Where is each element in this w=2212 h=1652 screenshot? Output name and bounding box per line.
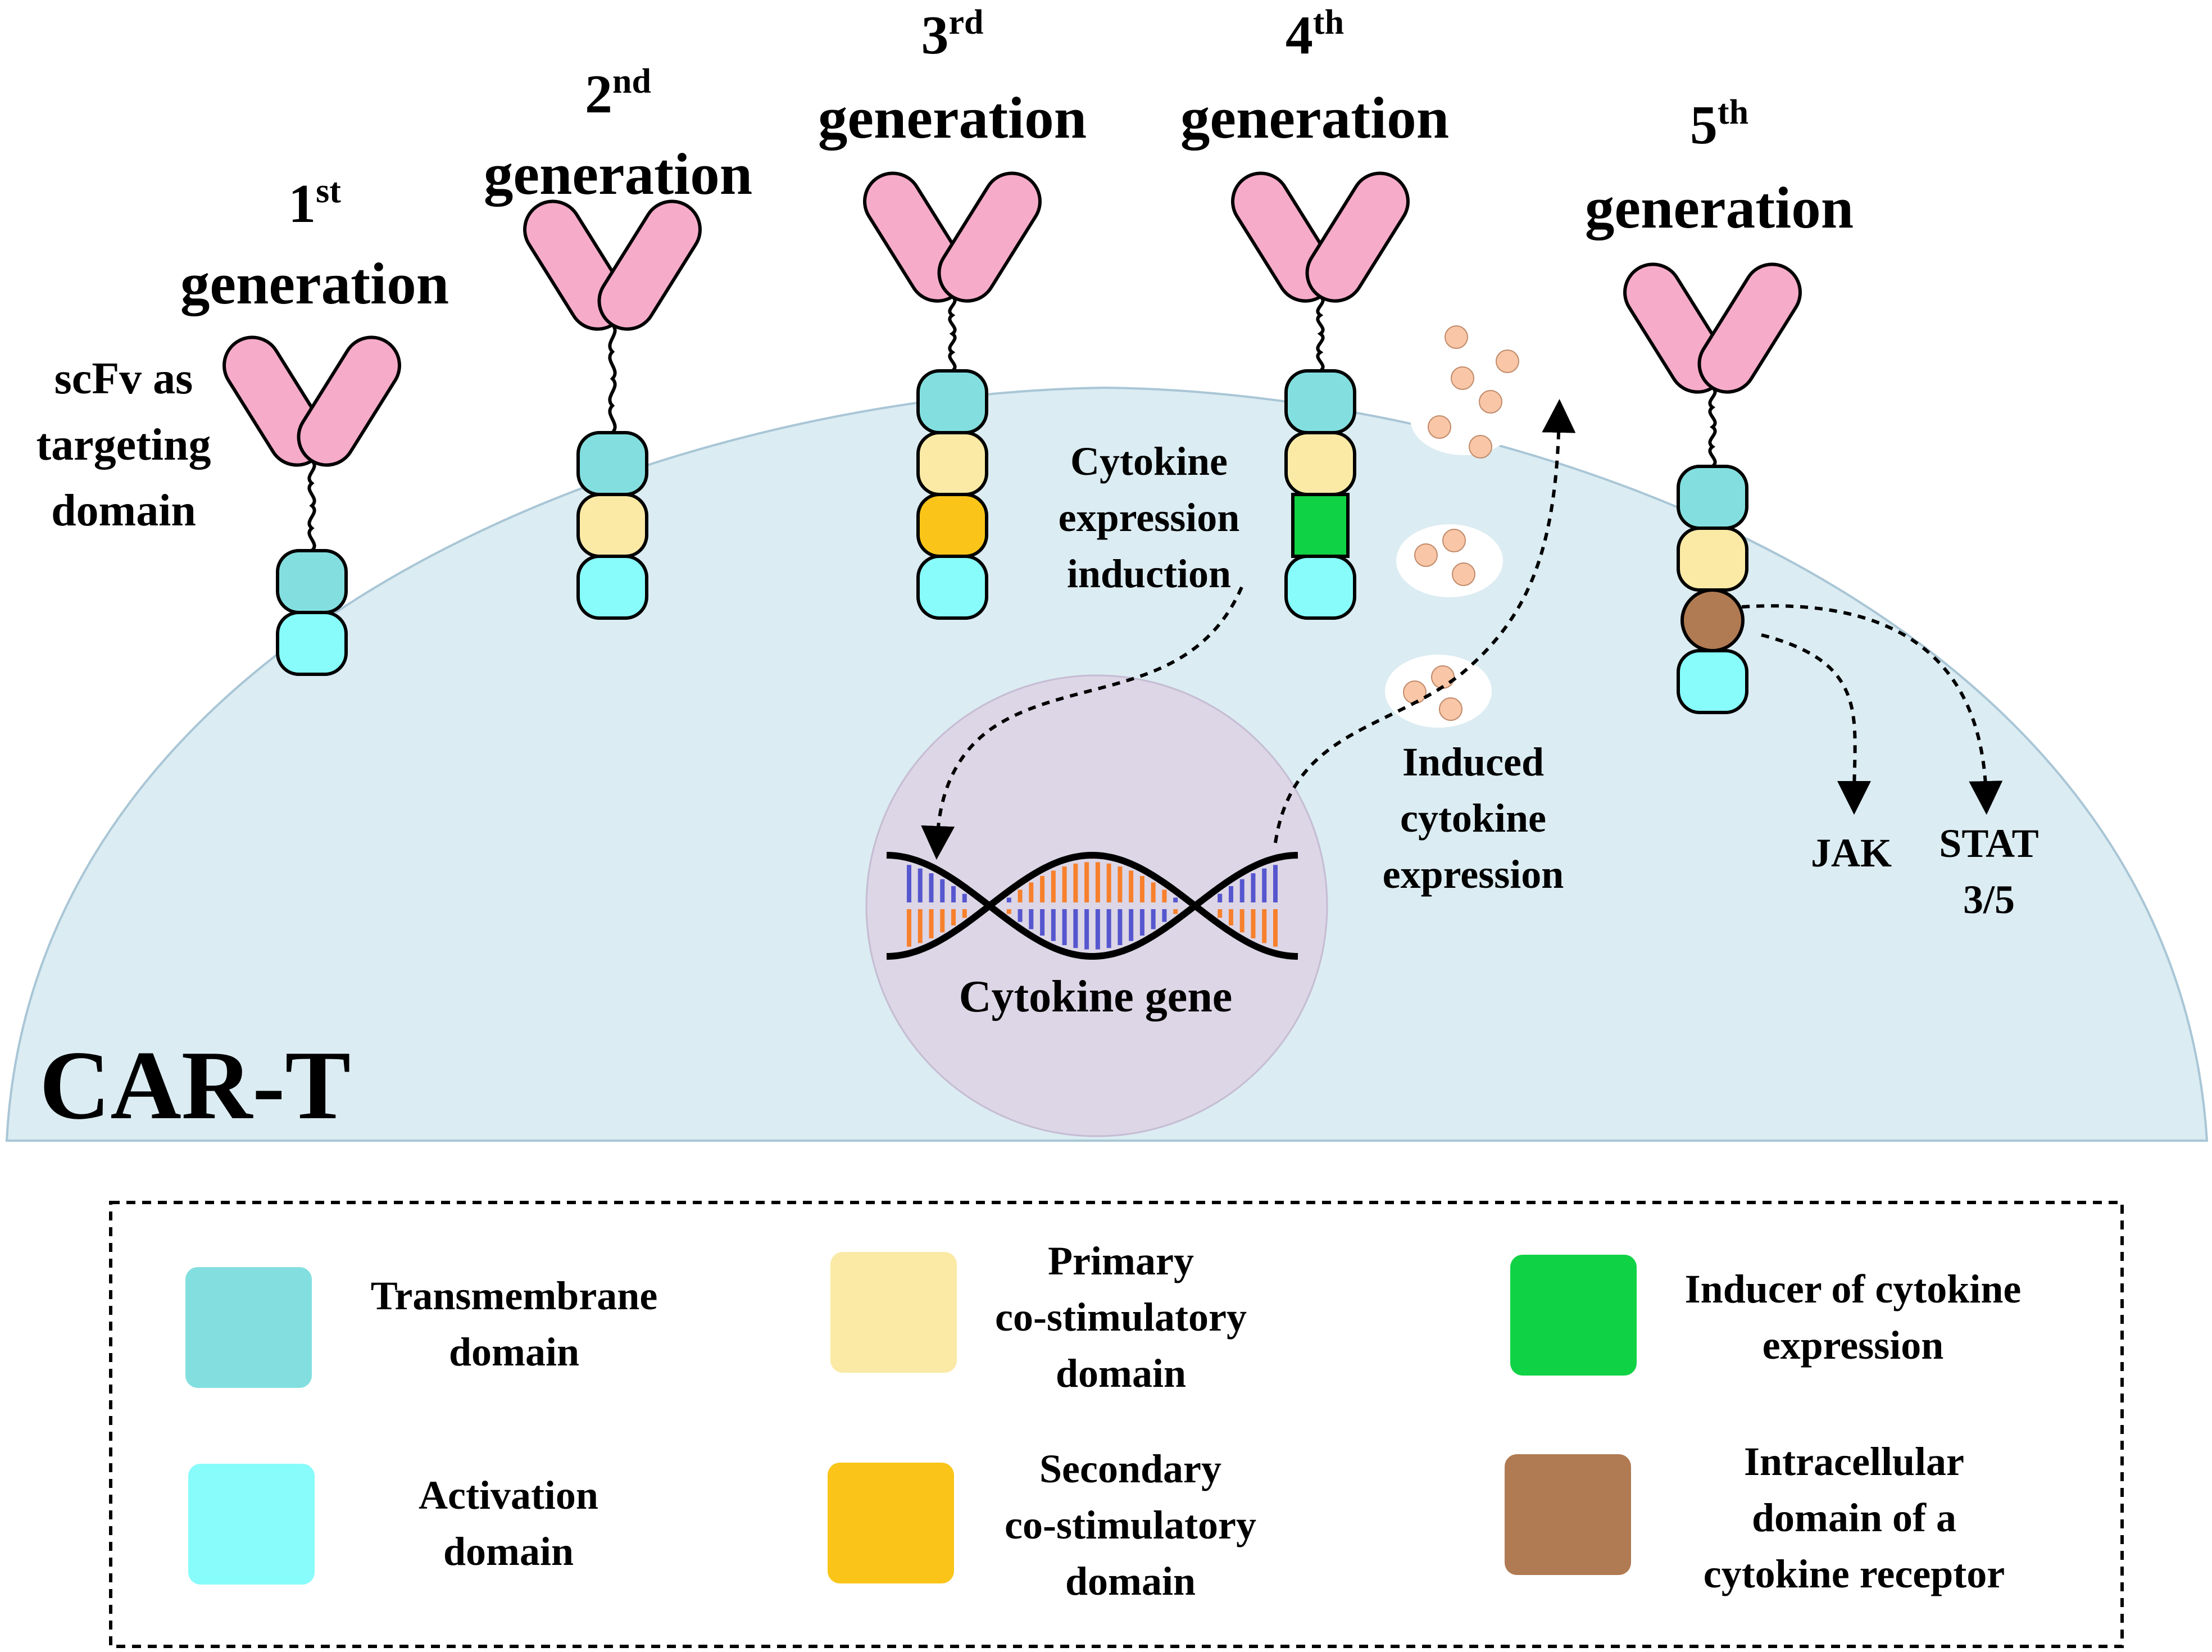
activation-domain (576, 555, 648, 620)
scfv-domain (1623, 262, 1802, 394)
cytokine-cluster-outside (1410, 325, 1519, 459)
svg-text:generation: generation (484, 141, 752, 207)
cytokine-gene-label: Cytokine gene (959, 972, 1233, 1022)
svg-text:generation: generation (1180, 85, 1449, 151)
svg-text:5th: 5th (1690, 93, 1748, 156)
transmembrane-domain (276, 549, 348, 614)
jak-arrow (1761, 633, 1872, 815)
scfv-domain (863, 171, 1042, 303)
primary-costim-domain (916, 431, 988, 496)
gen1-title: 1st generation (180, 172, 449, 316)
legend-box (109, 1201, 2124, 1648)
activation-domain (276, 611, 348, 676)
legend-item: Secondary co-stimulatory domain (828, 1446, 1256, 1604)
dna-double-helix (886, 851, 1298, 960)
activation-domain (916, 555, 988, 620)
svg-text:generation: generation (818, 85, 1087, 151)
legend-label: Activation (419, 1473, 598, 1518)
gen3-receptor (863, 171, 1042, 620)
scfv-label: scFv as targeting domain (36, 354, 211, 535)
svg-text:induction: induction (1067, 551, 1231, 596)
legend-item: Activation domain (188, 1464, 598, 1585)
primary-costim-domain (1677, 527, 1748, 592)
svg-text:3rd: 3rd (921, 3, 984, 66)
cytokine-vesicle-middle (1396, 524, 1503, 597)
induction-arrow (921, 586, 1243, 860)
legend-label: expression (1763, 1323, 1944, 1368)
nucleus (865, 674, 1328, 1137)
legend-label: domain (443, 1529, 574, 1574)
scfv-domain (1231, 171, 1410, 303)
legend-item: Intracellular domain of a cytokine recepto… (1505, 1439, 2005, 1596)
legend-label: co-stimulatory (995, 1295, 1247, 1340)
legend: Transmembrane domain Primary co-stimulatory… (185, 1238, 2021, 1604)
cytokine-induction-label: Cytokine expression induction (1059, 439, 1240, 596)
gen4-title: 4th generation (1180, 3, 1449, 151)
primary-costim-domain (576, 493, 648, 558)
receptor-domain-swatch (1505, 1454, 1631, 1575)
svg-text:Induced: Induced (1402, 739, 1544, 784)
jak-label: JAK (1811, 830, 1892, 875)
legend-item: Inducer of cytokine expression (1510, 1255, 2021, 1376)
legend-label: Inducer of cytokine (1685, 1267, 2022, 1311)
induced-expression-label: Induced cytokine expression (1383, 739, 1564, 897)
legend-label: co-stimulatory (1005, 1503, 1256, 1547)
legend-label: domain of a (1752, 1495, 1956, 1540)
svg-text:expression: expression (1383, 852, 1564, 897)
secondary-costim-domain (916, 493, 988, 558)
legend-label: Transmembrane (371, 1273, 658, 1318)
car-t-label: CAR-T (39, 1031, 351, 1140)
gen4-receptor (1231, 171, 1410, 620)
gen5-receptor (1623, 262, 1802, 714)
activation-domain-swatch (188, 1464, 315, 1585)
svg-text:cytokine: cytokine (1400, 796, 1546, 841)
legend-label: Primary (1048, 1238, 1194, 1283)
legend-item: Transmembrane domain (185, 1267, 657, 1388)
svg-text:2nd: 2nd (585, 62, 651, 125)
svg-text:scFv as: scFv as (54, 354, 193, 403)
svg-text:generation: generation (1585, 175, 1854, 240)
legend-label: cytokine receptor (1704, 1551, 2005, 1596)
stat-number-label: 3/5 (1963, 877, 2015, 922)
legend-label: Secondary (1039, 1446, 1221, 1491)
cytokine-receptor-domain (1680, 588, 1745, 652)
gen1-receptor (222, 335, 401, 676)
cytokine-inducer-domain (1291, 493, 1350, 558)
legend-label: domain (1065, 1559, 1196, 1604)
scfv-domain (523, 199, 702, 331)
svg-text:Cytokine: Cytokine (1070, 439, 1228, 484)
svg-text:4th: 4th (1286, 3, 1344, 66)
transmembrane-domain (576, 431, 648, 496)
transmembrane-domain (916, 369, 988, 434)
svg-text:expression: expression (1059, 495, 1240, 540)
transmembrane-domain-swatch (185, 1267, 312, 1388)
legend-label: Intracellular (1744, 1439, 1964, 1484)
legend-item: Primary co-stimulatory domain (830, 1238, 1247, 1396)
legend-label: domain (1056, 1351, 1186, 1396)
svg-text:domain: domain (51, 486, 196, 535)
gen2-title: 2nd generation (484, 62, 752, 207)
legend-label: domain (449, 1329, 579, 1374)
car-receptors (222, 171, 1802, 714)
activation-domain (1677, 649, 1748, 714)
gen2-receptor (523, 199, 702, 620)
secondary-costim-swatch (828, 1463, 954, 1583)
scfv-domain (222, 335, 401, 467)
svg-text:1st: 1st (288, 172, 341, 234)
stat-label: STAT (1939, 821, 2038, 866)
svg-text:targeting: targeting (36, 420, 211, 470)
svg-text:generation: generation (180, 251, 449, 316)
transmembrane-domain (1677, 465, 1748, 530)
primary-costim-swatch (830, 1252, 957, 1373)
stat-arrow (1741, 604, 2003, 815)
gen3-title: 3rd generation (818, 3, 1087, 151)
transmembrane-domain (1284, 369, 1356, 434)
gen5-title: 5th generation (1585, 93, 1854, 240)
inducer-swatch (1510, 1255, 1637, 1376)
primary-costim-domain (1284, 431, 1356, 496)
activation-domain (1284, 555, 1356, 620)
